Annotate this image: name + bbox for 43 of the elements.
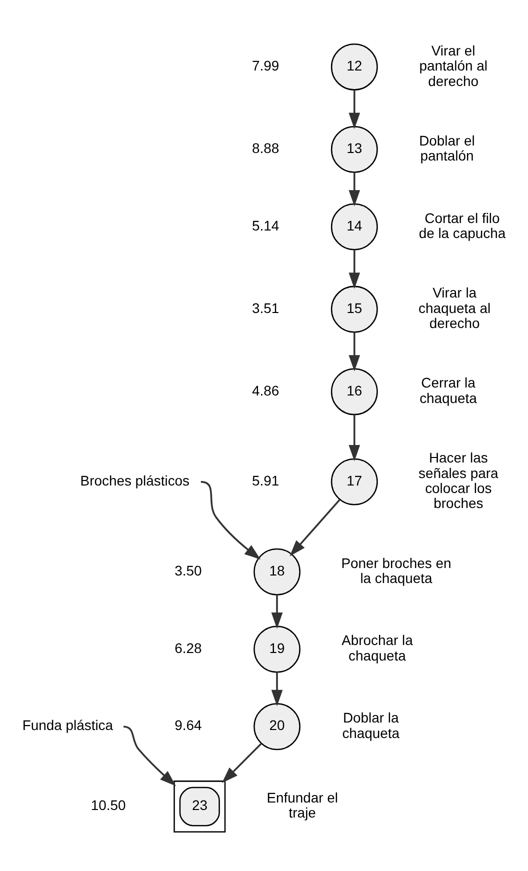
node-label: 4.86 [252,382,280,398]
node-label: 9.64 [174,717,202,734]
node-label: 7.99 [252,58,280,74]
node-label: Doblar la chaqueta [342,710,400,741]
arrow [348,250,360,289]
node-label: 6.28 [174,640,202,656]
node-label: Virar la chaqueta al derecho [418,284,491,332]
node-label: 5.14 [252,217,280,234]
node-circle: 18 [254,548,300,596]
node-circle: 20 [254,703,300,750]
arrow [348,172,360,206]
arrow [123,726,176,786]
node-circle: 19 [254,626,300,673]
node-text: Broches plásticos [80,472,190,488]
arrow [271,594,283,629]
node-circle: 13 [330,126,378,173]
arrow [222,742,262,783]
node-label: Hacer las señales para colocar los broches [418,450,498,512]
node-label: Virar el pantalón al derecho [419,42,488,89]
node-circle: 14 [330,203,378,250]
node-label: Poner broches en la chaqueta [341,554,452,586]
node-label: 5.91 [252,472,280,488]
node-label: Abrochar la chaqueta [342,632,413,664]
node-label: 8.88 [252,140,280,156]
arrow [348,90,360,130]
node-label: 3.50 [174,562,202,578]
node-circle: 17 [330,458,378,506]
node-label: Doblar el pantalón [419,132,475,164]
node-circle: 16 [330,368,378,416]
node-circle: 12 [330,44,378,90]
arrow [348,332,360,372]
node-text: Funda plástica [22,717,114,734]
arrow [200,480,261,560]
node-label: 3.51 [252,300,280,316]
node-label: Enfundar el traje [266,789,338,821]
node-label: Cerrar la chaqueta [420,374,477,406]
node-circle: 15 [330,286,378,333]
arrow [271,672,283,706]
node-box: 23 [174,780,226,833]
node-label: Cortar el filo de la capucha [418,210,506,241]
node-label: 10.50 [90,797,126,814]
arrow [348,414,360,462]
arrow [290,498,340,556]
